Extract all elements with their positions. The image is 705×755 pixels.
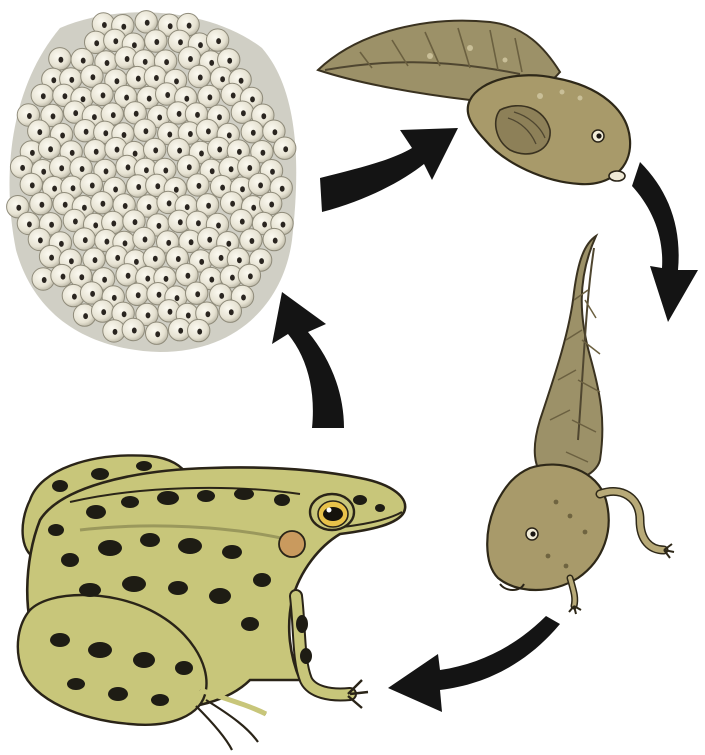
egg-icon [39, 245, 61, 267]
tadpole-with-legs-icon [487, 236, 674, 614]
egg-icon [219, 300, 241, 322]
egg-icon [186, 282, 208, 304]
egg-icon [30, 193, 52, 215]
egg-icon [145, 30, 167, 52]
egg-icon [31, 84, 53, 106]
egg-icon [187, 174, 209, 196]
egg-icon [91, 192, 113, 214]
tadpole-icon [318, 21, 630, 184]
egg-icon [50, 156, 72, 178]
egg-icon [238, 264, 260, 286]
egg-icon [248, 173, 270, 195]
arrow-frog-to-eggs-icon [272, 292, 344, 428]
egg-icon [143, 247, 165, 269]
egg-icon [49, 48, 71, 70]
egg-icon [92, 300, 114, 322]
frog-eggs-cluster-icon [7, 11, 297, 352]
egg-icon [144, 138, 166, 160]
egg-icon [208, 137, 230, 159]
egg-icon [74, 120, 96, 142]
egg-icon [73, 228, 95, 250]
egg-icon [260, 192, 282, 214]
egg-icon [263, 228, 285, 250]
egg-icon [274, 137, 296, 159]
arrow-tadpole-to-legged-tadpole-icon [632, 162, 698, 322]
egg-icon [116, 264, 138, 286]
egg-icon [240, 229, 262, 251]
arrow-eggs-to-tadpole-icon [320, 128, 458, 212]
egg-icon [231, 101, 253, 123]
egg-icon [206, 29, 228, 51]
leopard-frog-icon [18, 455, 405, 750]
egg-icon [126, 283, 148, 305]
egg-icon [91, 83, 113, 105]
egg-icon [133, 227, 155, 249]
cycle-arrows [272, 128, 698, 712]
egg-icon [188, 65, 210, 87]
egg-icon [188, 319, 210, 341]
egg-icon [122, 318, 144, 340]
arrow-tadpole-to-frog-icon [388, 616, 560, 712]
egg-icon [146, 322, 168, 344]
egg-icon [241, 121, 263, 143]
